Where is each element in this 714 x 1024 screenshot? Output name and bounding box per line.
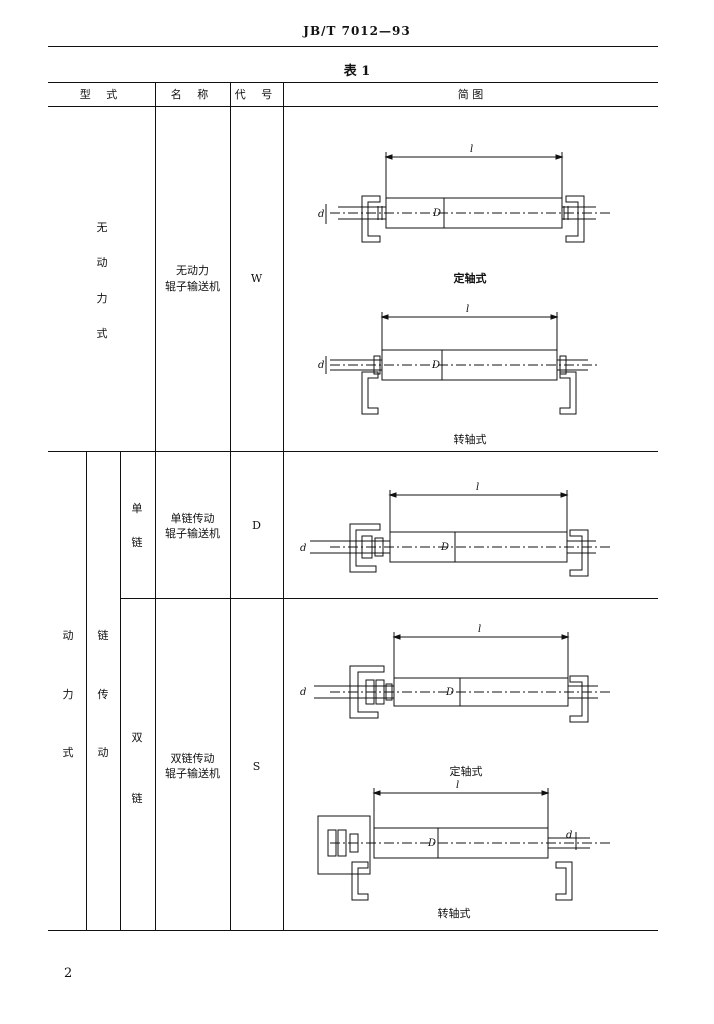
sub-char: 传 xyxy=(97,688,109,701)
col-divider-diagram xyxy=(283,82,284,930)
sub-char: 链 xyxy=(97,629,109,642)
page-number: 2 xyxy=(64,966,73,981)
label-shaft-diameter: d xyxy=(566,830,572,841)
double-name-line2: 辊子输送机 xyxy=(165,767,220,780)
row-divider-single-double xyxy=(120,598,658,599)
single-code: D xyxy=(252,519,261,532)
label-shaft-diameter: d xyxy=(318,209,324,220)
table-bottom-rule xyxy=(48,930,658,931)
table-top-rule xyxy=(48,82,658,83)
table-header-rule xyxy=(48,106,658,107)
label-roller-diameter: D xyxy=(432,208,441,219)
header-rule xyxy=(48,46,658,47)
label-roller-diameter: D xyxy=(445,687,454,698)
chain-char: 链 xyxy=(131,536,143,549)
label-shaft-diameter: d xyxy=(300,687,306,698)
col-header-diagram: 简 图 xyxy=(457,88,484,101)
type-char: 力 xyxy=(62,688,74,701)
sub-char: 动 xyxy=(97,746,109,759)
label-length: l xyxy=(466,304,469,315)
double-name-line1: 双链传动 xyxy=(170,752,215,765)
unpowered-code: W xyxy=(250,272,263,285)
single-name-line1: 单链传动 xyxy=(170,512,215,525)
drawing-unpowered-rotating: l D d xyxy=(318,304,600,415)
type-char: 力 xyxy=(96,292,108,305)
drawing-double-chain-fixed: l D d xyxy=(300,624,612,723)
chain-char: 链 xyxy=(131,792,143,805)
caption-fixed-axle: 定轴式 xyxy=(453,272,487,285)
type-char: 无 xyxy=(96,221,108,234)
col-divider-powered-sub xyxy=(86,451,87,930)
type-char: 动 xyxy=(62,629,74,642)
label-roller-diameter: D xyxy=(440,542,449,553)
unpowered-name-line1: 无动力 xyxy=(176,264,209,277)
unpowered-name-line2: 辊子输送机 xyxy=(165,280,220,293)
double-code: S xyxy=(252,760,261,773)
chain-char: 单 xyxy=(131,502,143,515)
col-divider-name xyxy=(155,82,156,930)
drawing-unpowered-fixed: l D d xyxy=(318,144,612,243)
label-roller-diameter: D xyxy=(431,360,440,371)
table-title: 表 1 xyxy=(343,64,371,79)
type-char: 式 xyxy=(96,327,108,340)
drawing-single-chain: l D d xyxy=(300,482,612,577)
col-divider-code xyxy=(230,82,231,930)
label-length: l xyxy=(478,624,481,635)
caption-double-fixed: 定轴式 xyxy=(449,765,483,778)
type-char: 动 xyxy=(96,256,108,269)
col-divider-chain xyxy=(120,451,121,930)
standard-number: JB/T 7012—93 xyxy=(303,24,411,38)
drawing-double-chain-rotating: l D d xyxy=(317,780,610,901)
label-shaft-diameter: d xyxy=(300,543,306,554)
chain-char: 双 xyxy=(131,731,143,744)
col-header-type: 型 式 xyxy=(79,88,124,101)
row-divider-unpowered xyxy=(48,451,658,452)
label-shaft-diameter: d xyxy=(318,360,324,371)
label-length: l xyxy=(456,780,459,791)
col-header-name: 名 称 xyxy=(170,88,215,101)
caption-double-rotating: 转轴式 xyxy=(437,907,471,920)
col-header-code: 代 号 xyxy=(234,88,279,101)
label-length: l xyxy=(476,482,479,493)
type-char: 式 xyxy=(62,746,74,759)
caption-rotating-axle: 转轴式 xyxy=(453,433,487,446)
single-name-line2: 辊子输送机 xyxy=(165,527,220,540)
label-length: l xyxy=(470,144,473,155)
label-roller-diameter: D xyxy=(427,838,436,849)
